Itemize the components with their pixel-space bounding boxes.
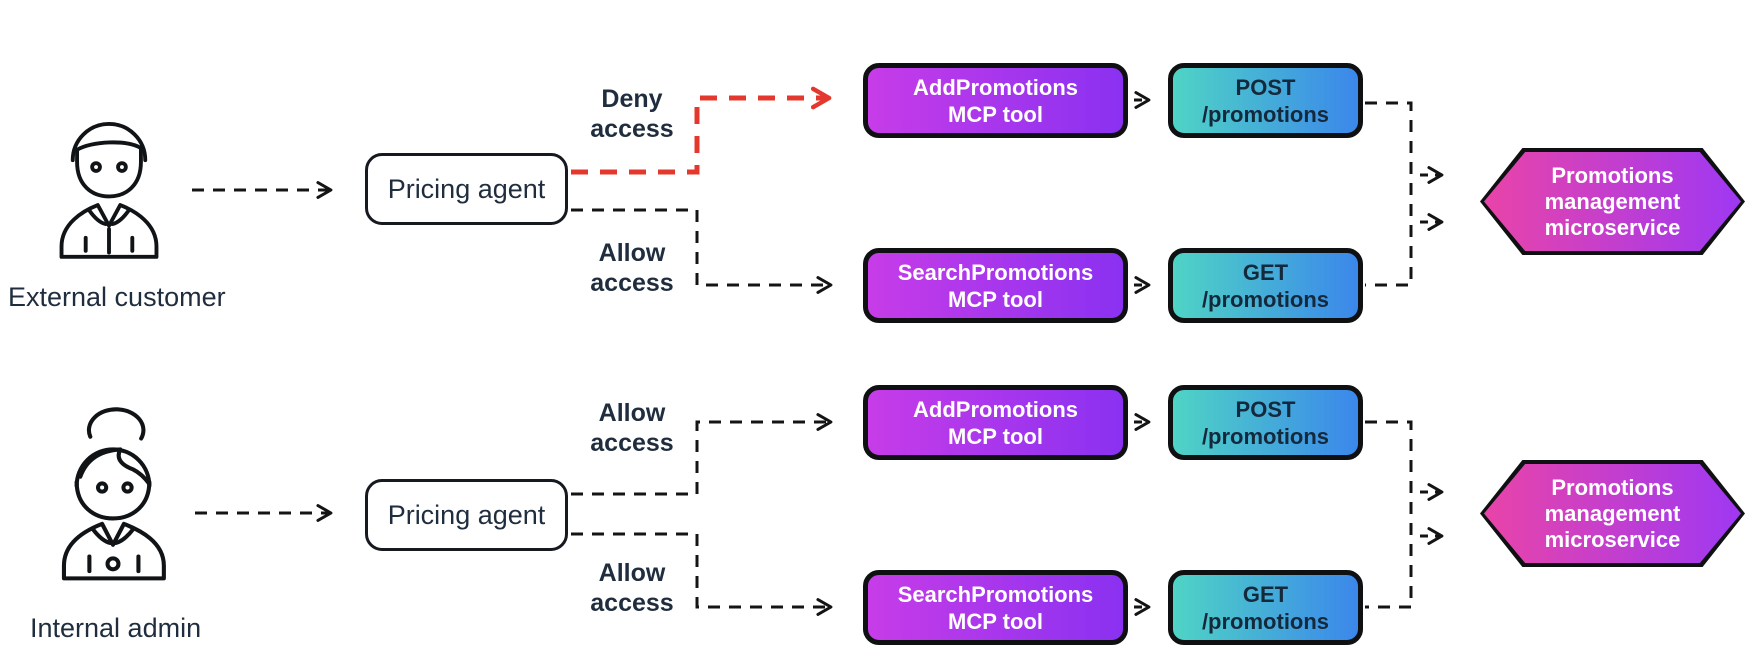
pricing-agent-label: Pricing agent (387, 173, 546, 204)
allow-access-label: Allow access (590, 239, 674, 297)
endpoint-label: GET /promotions (1201, 581, 1330, 634)
endpoint-box-get: GET /promotions (1168, 570, 1363, 645)
mcp-tool-box-add: AddPromotions MCP tool (863, 63, 1128, 138)
endpoints-to-service-connector (1365, 420, 1413, 609)
deny-access-label: Deny access (590, 85, 674, 143)
pricing-agent-label: Pricing agent (387, 499, 546, 530)
pricing-agent-box: Pricing agent (365, 153, 568, 225)
persona-label-internal-admin: Internal admin (30, 613, 202, 643)
endpoint-box-post: POST /promotions (1168, 385, 1363, 460)
mcp-tool-label: AddPromotions MCP tool (913, 396, 1078, 449)
endpoint-label: POST /promotions (1201, 74, 1330, 127)
pricing-agent-box: Pricing agent (365, 479, 568, 551)
mcp-tool-label: SearchPromotions MCP tool (897, 581, 1094, 634)
mcp-tool-label: AddPromotions MCP tool (913, 74, 1078, 127)
promotions-microservice-hexagon: Promotions management microservice (1480, 460, 1745, 567)
endpoint-label: GET /promotions (1201, 259, 1330, 312)
allow-access-label: Allow access (590, 559, 674, 617)
hexagon-label: Promotions management microservice (1484, 152, 1741, 251)
mcp-tool-label: SearchPromotions MCP tool (897, 259, 1094, 312)
mcp-tool-box-search: SearchPromotions MCP tool (863, 570, 1128, 645)
mcp-tool-box-search: SearchPromotions MCP tool (863, 248, 1128, 323)
mcp-tool-box-add: AddPromotions MCP tool (863, 385, 1128, 460)
promotions-microservice-hexagon: Promotions management microservice (1480, 148, 1745, 255)
endpoint-box-get: GET /promotions (1168, 248, 1363, 323)
hexagon-label: Promotions management microservice (1484, 464, 1741, 563)
endpoint-box-post: POST /promotions (1168, 63, 1363, 138)
female-user-icon (61, 407, 166, 581)
endpoint-label: POST /promotions (1201, 396, 1330, 449)
allow-access-label: Allow access (590, 399, 674, 457)
persona-label-external-customer: External customer (8, 282, 226, 312)
endpoints-to-service-connector (1365, 101, 1413, 287)
male-user-icon (59, 122, 159, 259)
